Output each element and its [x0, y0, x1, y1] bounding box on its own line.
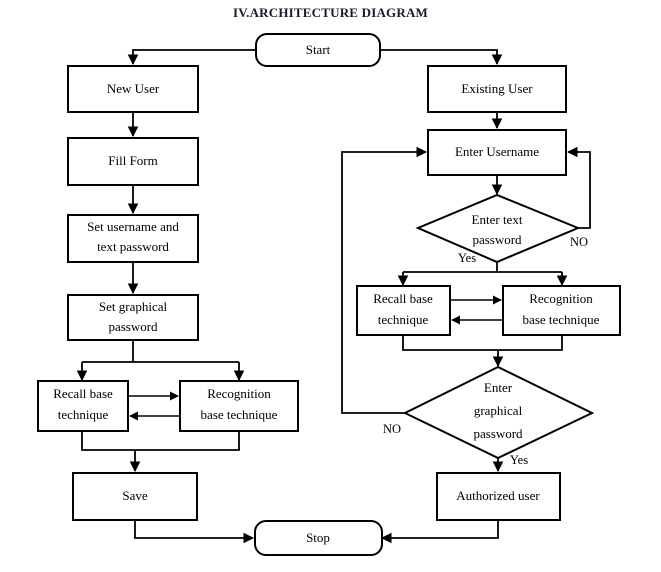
node-set-graphical-password-line1: Set graphical [99, 299, 168, 314]
node-set-graphical-password[interactable] [67, 294, 199, 341]
node-enter-text-password-line1: Enter text [472, 212, 523, 227]
node-set-username-text-password-line1: Set username and [87, 219, 179, 234]
node-left-recall-base-technique[interactable] [37, 380, 129, 432]
edge-label-graphical-password-yes: Yes [510, 453, 528, 467]
edge-text-password-no-loop [566, 146, 591, 229]
node-set-graphical-password-line2: password [108, 319, 158, 334]
node-authorized-user-label: Authorized user [456, 488, 540, 503]
node-enter-text-password-line2: password [472, 232, 522, 247]
node-enter-username-label: Enter Username [455, 144, 539, 159]
node-right-recall-line1: Recall base [373, 291, 433, 306]
node-enter-graphical-password[interactable] [402, 365, 595, 460]
node-start[interactable] [255, 33, 381, 67]
node-left-recognition-line1: Recognition [207, 386, 271, 401]
node-fill-form[interactable] [67, 137, 199, 186]
node-right-recognition-line1: Recognition [529, 291, 593, 306]
edge-right-merge-bar [402, 335, 563, 351]
edge-authorized-to-stop [380, 520, 499, 544]
node-existing-user-label: Existing User [461, 81, 533, 96]
node-authorized-user[interactable] [436, 472, 561, 521]
node-new-user[interactable] [67, 65, 199, 113]
edge-label-text-password-no: NO [570, 235, 588, 249]
node-save-label: Save [122, 488, 148, 503]
node-enter-text-password[interactable] [415, 193, 581, 264]
node-stop[interactable] [254, 520, 383, 556]
node-right-recognition-base-technique[interactable] [502, 285, 621, 336]
edge-label-text-password-yes: Yes [458, 251, 476, 265]
node-start-label: Start [306, 42, 331, 57]
node-set-username-text-password[interactable] [67, 214, 199, 263]
node-set-username-text-password-line2: text password [97, 239, 169, 254]
node-enter-graphical-password-line2: graphical [474, 403, 523, 418]
node-enter-graphical-password-line3: password [473, 426, 523, 441]
page-title: IV.ARCHITECTURE DIAGRAM [232, 5, 429, 20]
edge-label-graphical-password-no: NO [383, 422, 401, 436]
node-right-recall-line2: technique [378, 312, 429, 327]
node-right-recall-base-technique[interactable] [356, 285, 451, 336]
node-enter-graphical-password-line1: Enter [484, 380, 513, 395]
node-left-recall-line2: technique [58, 407, 109, 422]
edge-start-to-existing-user [380, 49, 503, 66]
node-existing-user[interactable] [427, 65, 567, 113]
node-fill-form-label: Fill Form [108, 153, 158, 168]
edge-start-to-new-user [127, 49, 256, 66]
edge-save-to-stop [134, 520, 255, 544]
edge-left-merge-bar [81, 430, 240, 451]
node-left-recall-line1: Recall base [53, 386, 113, 401]
node-enter-username[interactable] [427, 129, 567, 176]
node-left-recognition-base-technique[interactable] [179, 380, 299, 432]
node-save[interactable] [72, 472, 198, 521]
node-stop-label: Stop [306, 530, 330, 545]
node-new-user-label: New User [107, 81, 160, 96]
node-right-recognition-line2: base technique [523, 312, 600, 327]
edge-graphical-no-loop [341, 146, 428, 414]
node-left-recognition-line2: base technique [201, 407, 278, 422]
